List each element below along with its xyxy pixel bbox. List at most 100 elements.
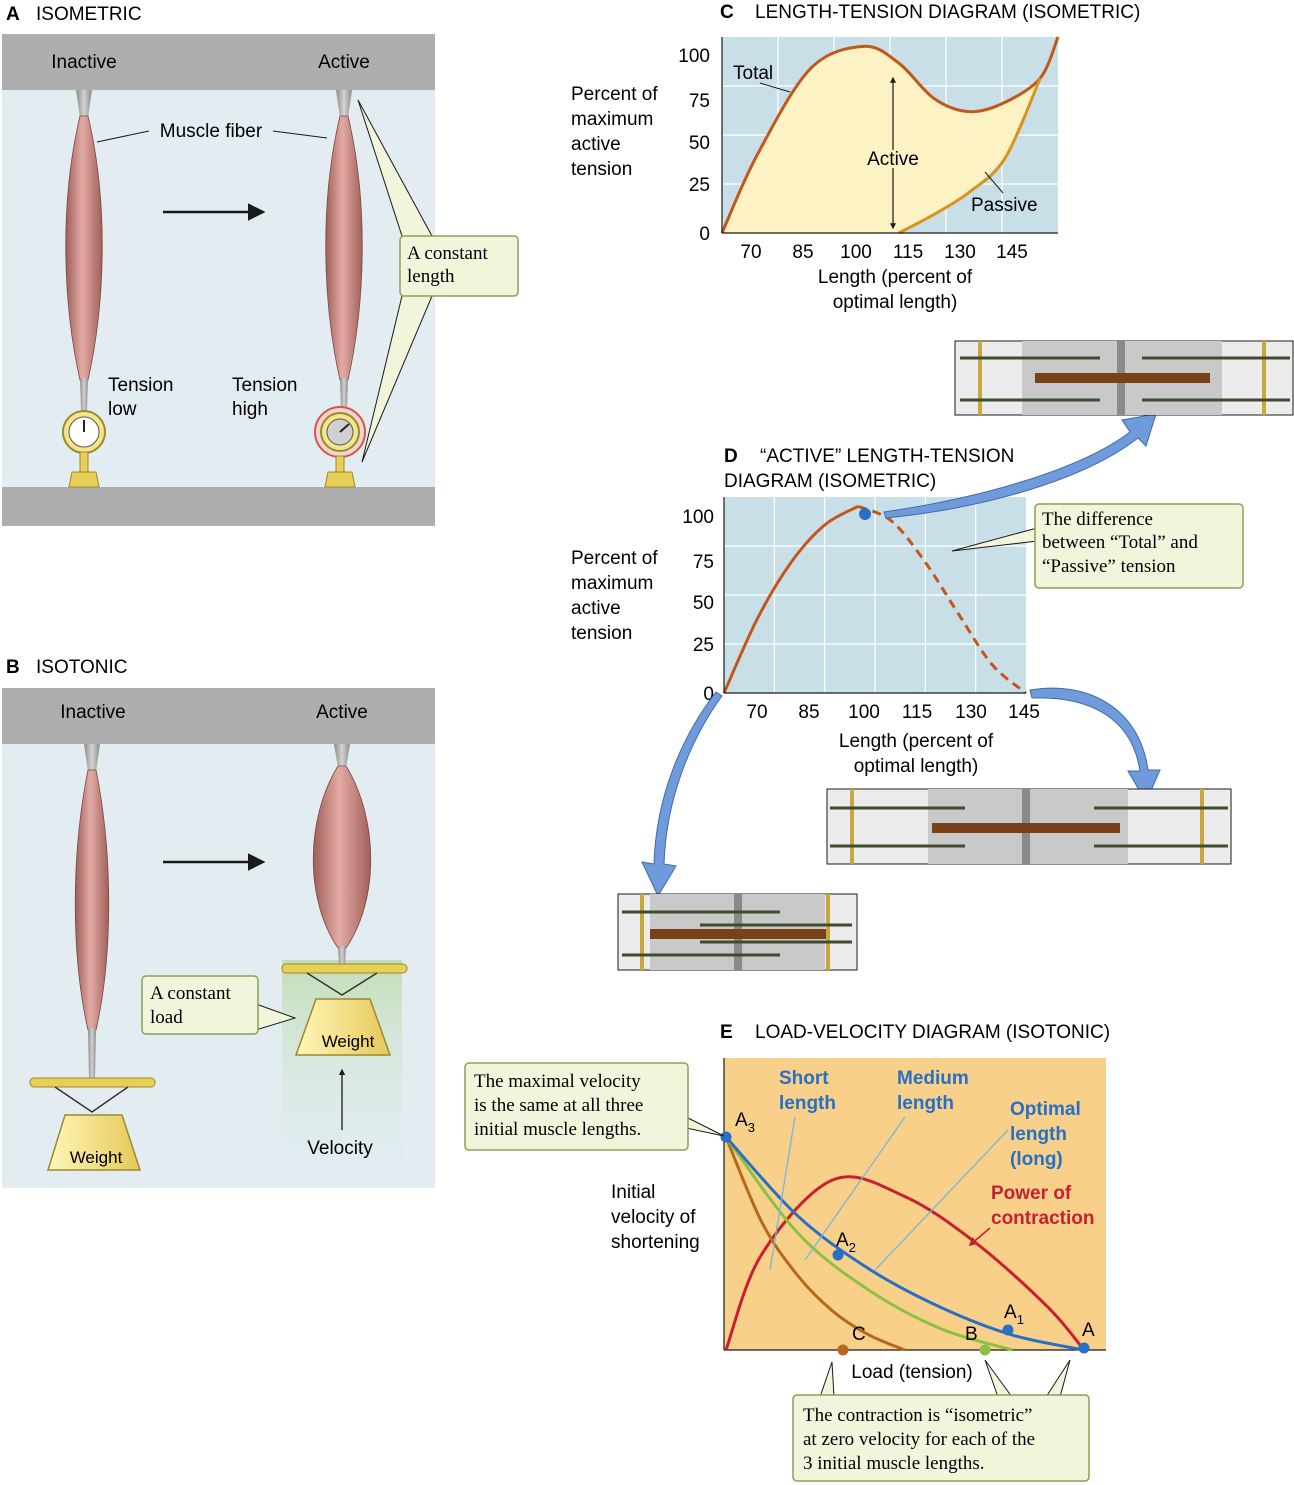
chart-d-active-curve [722, 505, 859, 694]
chart-c-xtick: 70 [740, 242, 761, 263]
panel-a-letter: A [6, 4, 20, 25]
constant-length-line1: A constant [407, 243, 488, 264]
panel-a-active-label: Active [318, 52, 370, 73]
panel-a-title: ISOMETRIC [36, 4, 142, 25]
panel-e-letter: E [720, 1022, 733, 1043]
constant-load-callout: A constant load [141, 975, 297, 1035]
chart-d-xtick: 100 [848, 702, 880, 723]
chart-c-ytick: 100 [678, 46, 710, 67]
power-line1: Power of [991, 1183, 1072, 1204]
chart-d-xlabel-line1: Length (percent of [839, 731, 994, 752]
short-length-line1: Short [779, 1068, 829, 1089]
chart-c-xtick: 100 [840, 242, 872, 263]
max-velocity-line2: is the same at all three [474, 1095, 643, 1116]
arrow-to-short-sarcomere [641, 691, 723, 898]
chart-c-xtick: 130 [944, 242, 976, 263]
muscle-fiber-label: Muscle fiber [160, 121, 263, 142]
sarcomere-stretched [826, 788, 1232, 865]
label-a2: A2 [836, 1230, 856, 1255]
inactive-loaded-fiber: Weight [29, 744, 156, 1171]
chart-c-xlabel-line2: optimal length) [833, 292, 958, 313]
chart-d-y-ticks: 100 75 50 25 0 [682, 507, 714, 705]
arrow-to-optimal-sarcomere [883, 413, 1157, 519]
chart-c-x-ticks: 70 85 100 115 130 145 [740, 242, 1027, 263]
panel-e-title: LOAD-VELOCITY DIAGRAM (ISOTONIC) [755, 1022, 1110, 1043]
muscle-fiber-leader-left [96, 130, 150, 143]
chart-d-xtick: 115 [902, 702, 932, 723]
chart-d-optimal-point [859, 508, 871, 520]
chart-d-ylabel-line1: Percent of [571, 548, 658, 569]
optimal-length-leader [874, 1129, 1009, 1271]
tension-gauge-high [314, 406, 366, 488]
chart-d-xtick: 145 [1008, 702, 1040, 723]
muscle-fiber-leader-right [272, 130, 328, 139]
panel-b: B ISOTONIC Inactive Active Weight Weight [2, 657, 435, 1188]
chart-c-total-curve [720, 36, 1060, 234]
chart-e-ylabel-line1: Initial [611, 1182, 655, 1203]
panel-c: C LENGTH-TENSION DIAGRAM (ISOMETRIC) Act… [571, 2, 1140, 313]
chart-c-y-ticks: 100 75 50 25 0 [678, 46, 710, 245]
constant-load-line2: load [150, 1007, 183, 1028]
max-velocity-line1: The maximal velocity [474, 1071, 641, 1092]
difference-line2: between “Total” and [1042, 532, 1198, 553]
chart-e-ylabel-line2: velocity of [611, 1207, 696, 1228]
isometric-line2: at zero velocity for each of the [803, 1429, 1035, 1450]
chart-c-xtick: 115 [893, 242, 923, 263]
chart-d-xtick: 130 [955, 702, 987, 723]
chart-c-passive-curve [898, 77, 1042, 235]
medium-length-leader [804, 1116, 906, 1261]
label-a1: A1 [1004, 1302, 1024, 1327]
chart-c-total-label: Total [733, 63, 773, 84]
chart-e-optimal-curve [724, 1135, 1085, 1352]
medium-length-line1: Medium [897, 1068, 969, 1089]
medium-length-line2: length [897, 1093, 954, 1114]
chart-d-ytick: 0 [703, 684, 714, 705]
isometric-line1: The contraction is “isometric” [803, 1405, 1033, 1426]
chart-e-short-curve [724, 1136, 906, 1352]
velocity-label: Velocity [307, 1138, 373, 1159]
chart-c-ylabel-line2: maximum [571, 109, 653, 130]
chart-c-xtick: 85 [792, 242, 813, 263]
chart-d-declining-curve [857, 504, 1027, 695]
short-length-leader [769, 1116, 796, 1271]
tension-low-line2: low [108, 399, 137, 420]
label-b: B [965, 1324, 978, 1345]
chart-c-active-label: Active [867, 149, 919, 170]
panel-d-title-line1: “ACTIVE” LENGTH-TENSION [760, 446, 1014, 467]
panel-a: A ISOMETRIC Inactive Active Muscle fiber… [2, 4, 519, 526]
chart-c-active-area [722, 46, 1041, 234]
point-a [1078, 1342, 1090, 1354]
chart-c-ytick: 0 [699, 224, 710, 245]
chart-d-ytick: 25 [693, 635, 714, 656]
chart-d-ytick: 50 [693, 593, 714, 614]
active-loaded-fiber: Weight [281, 744, 408, 1188]
optimal-length-line2: length [1010, 1124, 1067, 1145]
chart-c-ytick: 75 [689, 91, 710, 112]
label-a: A [1082, 1320, 1095, 1341]
panel-d-letter: D [724, 446, 738, 467]
constant-load-line1: A constant [150, 983, 231, 1004]
chart-d-x-ticks: 70 85 100 115 130 145 [746, 702, 1039, 723]
tension-low-line1: Tension [108, 375, 174, 396]
label-c: C [852, 1324, 866, 1345]
panel-b-title: ISOTONIC [36, 657, 128, 678]
optimal-length-line3: (long) [1010, 1149, 1063, 1170]
tension-gauge-low [62, 410, 106, 488]
difference-line3: “Passive” tension [1042, 556, 1176, 577]
point-c [837, 1344, 849, 1356]
optimal-length-line1: Optimal [1010, 1099, 1081, 1120]
max-velocity-callout: The maximal velocity is the same at all … [464, 1062, 725, 1151]
panel-b-letter: B [6, 657, 20, 678]
difference-line1: The difference [1042, 509, 1153, 530]
point-a1 [1002, 1324, 1014, 1336]
panel-c-title: LENGTH-TENSION DIAGRAM (ISOMETRIC) [755, 2, 1140, 23]
short-length-line2: length [779, 1093, 836, 1114]
max-velocity-line3: initial muscle lengths. [474, 1119, 641, 1140]
chart-e-medium-curve [724, 1136, 1013, 1352]
arrow-to-stretched-sarcomere [1029, 687, 1161, 804]
chart-c-ylabel-line4: tension [571, 159, 632, 180]
active-weight-label: Weight [322, 1032, 375, 1051]
chart-d-ytick: 100 [682, 507, 714, 528]
panel-c-letter: C [720, 2, 734, 23]
